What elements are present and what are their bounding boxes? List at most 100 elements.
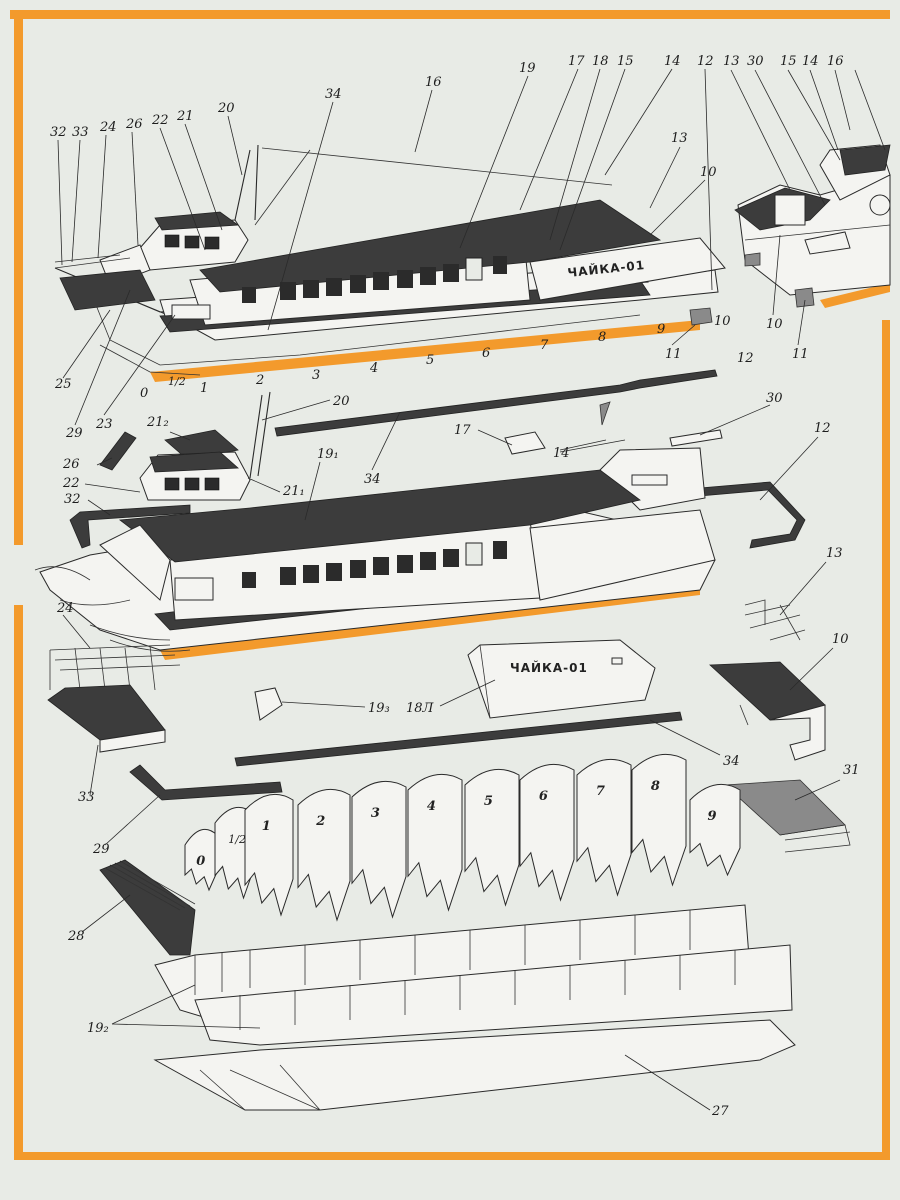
label-14: 14: [664, 54, 681, 69]
label-25: 25: [54, 377, 72, 392]
station-6: 6: [482, 346, 490, 361]
part-27: [153, 1019, 796, 1111]
asm-label-32: 32: [64, 492, 81, 507]
label-24: 24: [99, 120, 117, 135]
part-label-29: 29: [92, 842, 110, 857]
frame-number-label: 4: [427, 799, 436, 814]
label-21: 21: [176, 109, 194, 124]
label-15: 15: [617, 54, 634, 69]
label-16: 16: [425, 75, 442, 90]
part-13-stairs: [744, 599, 806, 641]
station-2: 2: [255, 373, 264, 388]
assembly-leaders: [84, 399, 827, 616]
part-label-33: 33: [78, 790, 95, 805]
bulkhead-frames: 0 1/2 1 2 3 4 5 6 7 8 9: [184, 753, 741, 922]
station-7: 7: [540, 338, 549, 353]
frame-number-label: 5: [484, 794, 493, 809]
label-12: 12: [697, 54, 714, 69]
label-29: 29: [65, 426, 83, 441]
asm-label-21-2: 21₂: [146, 415, 169, 430]
asm-label-13: 13: [826, 546, 843, 561]
label-26: 26: [125, 117, 143, 132]
parts-sheet: ЧАЙКА-01: [47, 639, 851, 956]
part-label-19-3: 19₃: [368, 701, 390, 716]
asm-label-30: 30: [766, 391, 783, 406]
part-label-28: 28: [67, 929, 85, 944]
waterline-stripe: [150, 320, 700, 382]
label-19: 19: [519, 61, 536, 76]
station-0: 0: [140, 386, 148, 401]
part-17: [504, 431, 546, 455]
frame-number-label: 2: [315, 814, 325, 829]
station-1: 1: [200, 381, 208, 396]
bulkhead-frame-5: 4: [407, 773, 463, 912]
label-23: 23: [95, 417, 113, 432]
parts-labels: 24 10 18Л 19₃ 33 34 31 29 28 19₂ 27: [56, 601, 860, 1119]
part-label-31: 31: [843, 763, 860, 778]
stern-label-14: 14: [802, 54, 819, 69]
stern-detail: [734, 144, 891, 308]
label-11: 11: [665, 347, 682, 362]
label-22: 22: [151, 113, 169, 128]
station-5: 5: [426, 353, 434, 368]
keel-parts: [153, 904, 796, 1111]
asm-label-21-1: 21₁: [282, 484, 305, 499]
label-33: 33: [72, 125, 89, 140]
asm-label-22: 22: [62, 476, 80, 491]
part-19-2-lower: [194, 944, 793, 1046]
stern-label-15: 15: [780, 54, 797, 69]
asm-label-14: 14: [553, 446, 570, 461]
assembly-labels: 20 30 12 17 14 34 21₂ 26 19₁ 22 21₁ 32 1…: [62, 391, 843, 561]
side-windows: [242, 256, 507, 303]
mast: [234, 144, 259, 221]
part-label-24: 24: [56, 601, 74, 616]
stern-label-16: 16: [827, 54, 844, 69]
asm-label-26: 26: [62, 457, 80, 472]
frame-number-label: 8: [651, 779, 660, 794]
asm-label-20: 20: [332, 394, 350, 409]
frame-number-label: 0: [196, 854, 205, 869]
part-31: [724, 779, 846, 836]
stern-label-11: 11: [792, 347, 809, 362]
station-3: 3: [312, 368, 320, 383]
label-10b: 10: [714, 314, 731, 329]
label-20: 20: [217, 101, 235, 116]
part-label-19-2: 19₂: [87, 1021, 109, 1036]
asm-label-19-1: 19₁: [317, 447, 339, 462]
stern-label-10: 10: [766, 317, 783, 332]
cabin-roof: [199, 199, 662, 293]
assembled-boat: ЧАЙКА-01: [54, 144, 726, 382]
top-leader-lines: [57, 68, 713, 426]
part-18L: [467, 639, 656, 719]
bulkhead-frame-7: 6: [519, 763, 575, 902]
frame-number-label: 6: [539, 789, 548, 804]
bulkhead-frame-4: 3: [351, 780, 407, 919]
parts-leaders: [62, 614, 841, 1111]
frame-number-label: 7: [596, 784, 605, 799]
part-label-18L: 18Л: [406, 701, 435, 716]
bulkhead-frame-6: 5: [464, 768, 520, 907]
station-9: 9: [657, 322, 665, 337]
bulkhead-frame-10: 9: [689, 783, 741, 877]
name-panel: [529, 237, 726, 301]
rigging-wire: [261, 147, 613, 186]
part-label-27: 27: [711, 1104, 729, 1119]
orange-border: [10, 10, 890, 1160]
frame-number-label: 1: [262, 819, 271, 834]
top-view-labels: 32 33 24 26 22 21 20 34 16 19 17 18 15 1…: [50, 54, 754, 441]
stern-label-30: 30: [747, 54, 764, 69]
bulkhead-frame-2: 1: [244, 793, 294, 917]
frame-number-label: 3: [371, 806, 380, 821]
label-32: 32: [50, 125, 67, 140]
stern-leaders: [730, 69, 886, 346]
bulkhead-frame-0: 0: [184, 828, 218, 892]
bulkhead-frame-1: 1/2: [214, 806, 254, 900]
bulkhead-frame-8: 7: [576, 758, 632, 897]
assembly-windows: [242, 541, 507, 588]
asm-label-17: 17: [454, 423, 471, 438]
frame-number-label: 1/2: [228, 833, 246, 846]
assembly-roof: [118, 469, 641, 563]
part-label-10: 10: [832, 632, 849, 647]
